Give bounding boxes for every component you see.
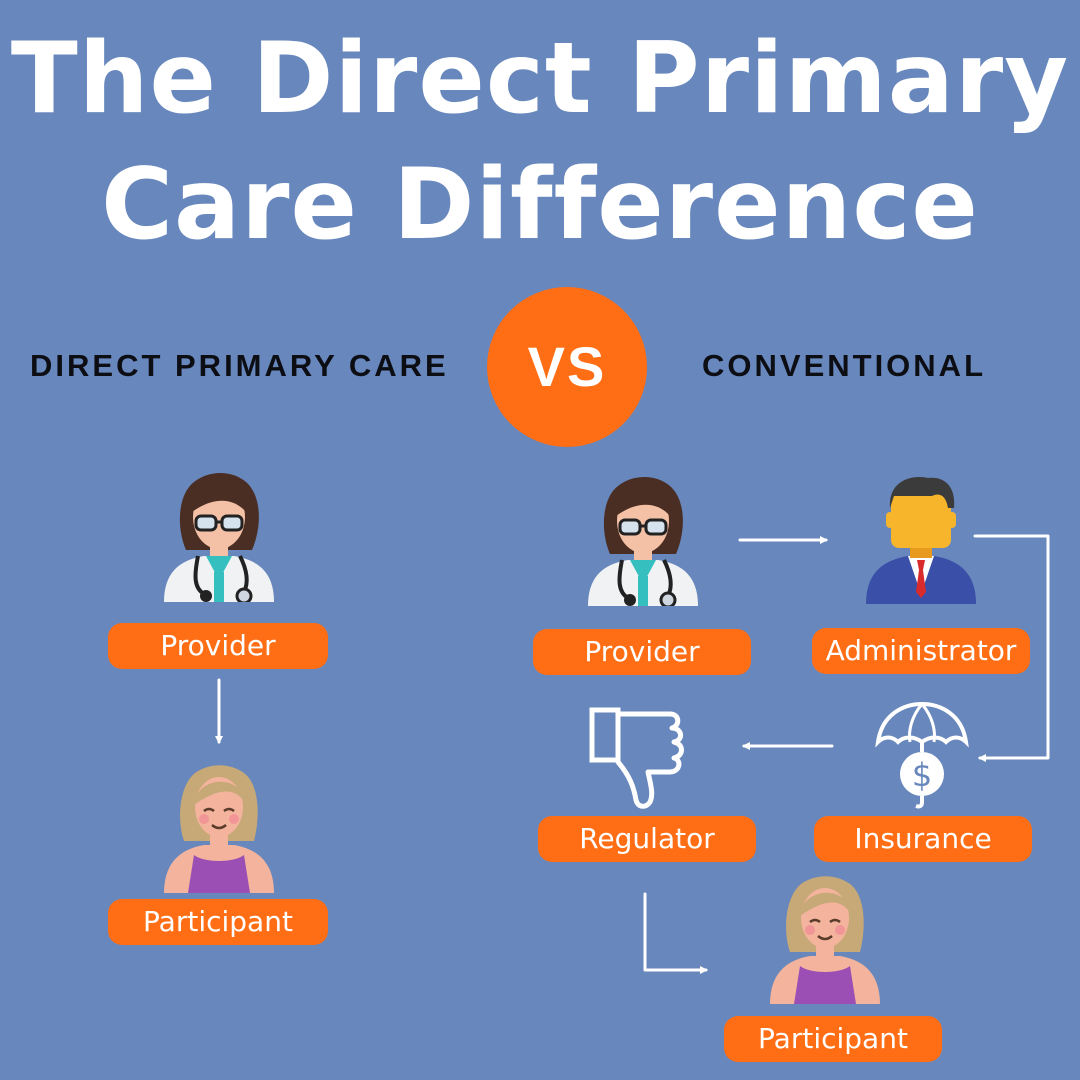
umbrella-dollar-icon [872,700,972,810]
direct-provider-label: Provider [108,623,328,669]
doctor-icon [164,472,274,602]
administrator-label: Administrator [812,628,1030,674]
page-title-line-1: The Direct Primary [10,22,1070,136]
thumbs-down-icon [588,702,698,812]
businessman-icon [866,474,976,604]
insurance-label: Insurance [814,816,1032,862]
direct-participant-label: Participant [108,899,328,945]
conventional-participant-label: Participant [724,1016,942,1062]
direct-primary-care-heading: DIRECT PRIMARY CARE [30,348,449,383]
patient-icon [164,763,274,893]
vs-badge: VS [487,287,647,447]
doctor-icon [588,476,698,606]
arrow-administrator-to-insurance [973,534,1050,762]
patient-icon [770,874,880,1004]
regulator-label: Regulator [538,816,756,862]
conventional-provider-label: Provider [533,629,751,675]
conventional-heading: CONVENTIONAL [702,348,986,383]
page-title-line-2: Care Difference [101,148,979,262]
arrow-regulator-to-participant [643,892,708,974]
